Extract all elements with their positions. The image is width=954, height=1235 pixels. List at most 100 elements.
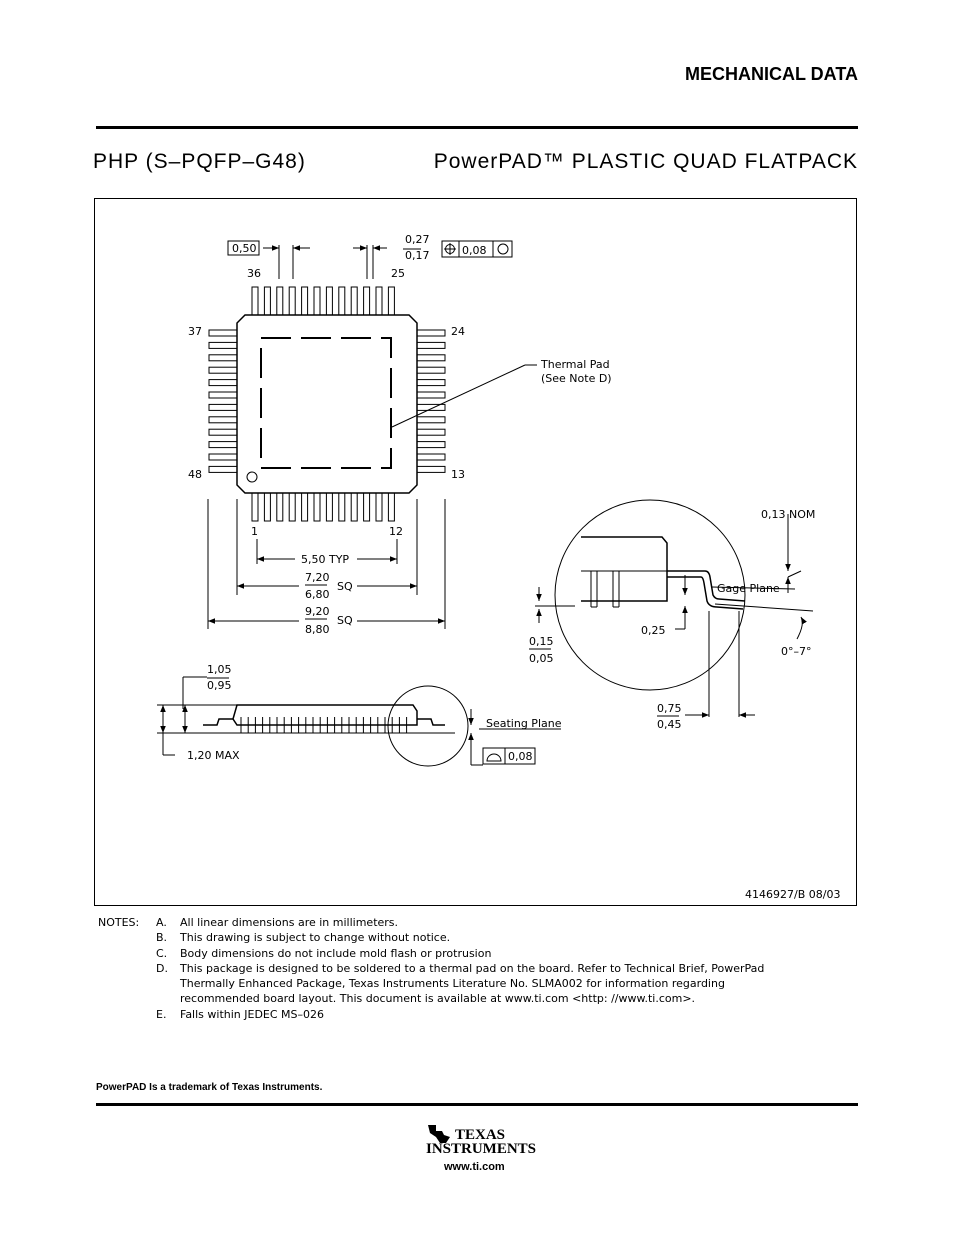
note-key: E. <box>156 1007 167 1021</box>
seating-plane-label: Seating Plane <box>486 717 562 730</box>
lead <box>416 453 446 461</box>
leads-bottom <box>251 492 395 522</box>
lead <box>251 492 259 522</box>
lead <box>288 492 296 522</box>
height-min: 0,95 <box>207 679 232 692</box>
gage-plane-label: Gage Plane <box>717 582 780 595</box>
lead-width-max: 0,27 <box>405 233 430 246</box>
coplanarity-value: 0,08 <box>508 750 533 763</box>
pin-36: 36 <box>247 267 261 280</box>
lead <box>416 465 446 473</box>
lead <box>301 286 309 316</box>
note-item: D.This package is designed to be soldere… <box>156 961 796 1007</box>
lead <box>208 391 238 399</box>
pin-25: 25 <box>391 267 405 280</box>
lead <box>350 286 358 316</box>
drawing-number: 4146927/B 08/03 <box>745 888 840 901</box>
note-item: C. Body dimensions do not include mold fl… <box>156 946 796 961</box>
lead <box>313 286 321 316</box>
thermal-pad-label: Thermal Pad <box>540 358 610 371</box>
lead <box>363 286 371 316</box>
lead <box>251 286 259 316</box>
note-item: E. Falls within JEDEC MS–026 <box>156 1007 796 1022</box>
detail-circle <box>554 499 746 691</box>
notes-list: A. All linear dimensions are in millimete… <box>156 915 796 1022</box>
lead <box>208 329 238 337</box>
package-name: PowerPAD™ PLASTIC QUAD FLATPACK <box>433 150 858 173</box>
overall-min: 8,80 <box>305 623 330 636</box>
lead <box>288 286 296 316</box>
leads-left <box>208 329 238 473</box>
website-link[interactable]: www.ti.com <box>444 1161 505 1173</box>
pin-13: 13 <box>451 468 465 481</box>
lead <box>263 286 271 316</box>
note-item: B.This drawing is subject to change with… <box>156 930 796 945</box>
standoff-max: 0,15 <box>529 635 554 648</box>
note-text: This package is designed to be soldered … <box>180 961 765 1006</box>
body-max: 7,20 <box>305 571 330 584</box>
lead <box>416 379 446 387</box>
lead <box>208 366 238 374</box>
pin-12: 12 <box>389 525 403 538</box>
lead <box>416 341 446 349</box>
note-key: A. <box>156 916 167 929</box>
lead <box>208 354 238 362</box>
lead <box>416 403 446 411</box>
drawing-labels: 0,50 0,27 0,17 0,08 36 25 37 24 48 13 1 … <box>187 233 840 901</box>
pitch-value: 0,50 <box>232 242 257 255</box>
trademark-notice: PowerPAD Is a trademark of Texas Instrum… <box>96 1082 323 1093</box>
lead <box>208 341 238 349</box>
notes-label: NOTES: <box>98 916 140 929</box>
lead <box>416 329 446 337</box>
lead <box>208 441 238 449</box>
note-text: Falls within JEDEC MS–026 <box>180 1007 325 1021</box>
note-text: Body dimensions do not include mold flas… <box>180 946 492 960</box>
lead <box>208 428 238 436</box>
lead-thickness-nom: 0,13 NOM <box>761 508 815 521</box>
pin-37: 37 <box>188 325 202 338</box>
lead <box>276 492 284 522</box>
lead-width-min: 0,17 <box>405 249 430 262</box>
lead <box>416 366 446 374</box>
mechanical-drawing: 0,50 0,27 0,17 0,08 36 25 37 24 48 13 1 … <box>157 233 840 901</box>
note-key: B. <box>156 931 168 945</box>
footer-rule <box>96 1103 858 1106</box>
overall-max: 9,20 <box>305 605 330 618</box>
pin1-marker <box>246 471 258 483</box>
lead <box>416 416 446 424</box>
gage-height: 0,25 <box>641 624 666 637</box>
height-max: 1,05 <box>207 663 232 676</box>
note-text: All linear dimensions are in millimeters… <box>180 916 399 929</box>
note-item: A. All linear dimensions are in millimete… <box>156 915 796 930</box>
lead <box>325 492 333 522</box>
lead <box>375 286 383 316</box>
lead <box>263 492 271 522</box>
lead <box>208 465 238 473</box>
lead <box>325 286 333 316</box>
package-code: PHP (S–PQFP–G48) <box>93 150 306 173</box>
foot-min: 0,45 <box>657 718 682 731</box>
header-rule <box>96 126 858 129</box>
body-sq: SQ <box>337 580 353 593</box>
texas-state-icon <box>428 1125 450 1143</box>
lead <box>416 441 446 449</box>
lead <box>350 492 358 522</box>
ti-logo[interactable]: TEXAS INSTRUMENTS www.ti.com <box>426 1123 536 1178</box>
thermal-pad-note: (See Note D) <box>541 372 612 385</box>
pin-24: 24 <box>451 325 465 338</box>
lead <box>313 492 321 522</box>
note-key: C. <box>156 946 168 960</box>
leads-top <box>251 286 395 316</box>
lead <box>208 453 238 461</box>
overall-sq: SQ <box>337 614 353 627</box>
package-body <box>236 314 418 494</box>
lead <box>416 391 446 399</box>
page-title: MECHANICAL DATA <box>685 64 858 84</box>
lead <box>416 428 446 436</box>
total-height: 1,20 MAX <box>187 749 240 762</box>
lead-span-label: 5,50 TYP <box>301 553 349 566</box>
lead <box>416 354 446 362</box>
logo-line2: INSTRUMENTS <box>426 1141 537 1157</box>
lead <box>363 492 371 522</box>
drawing-frame: 0,50 0,27 0,17 0,08 36 25 37 24 48 13 1 … <box>94 198 857 906</box>
